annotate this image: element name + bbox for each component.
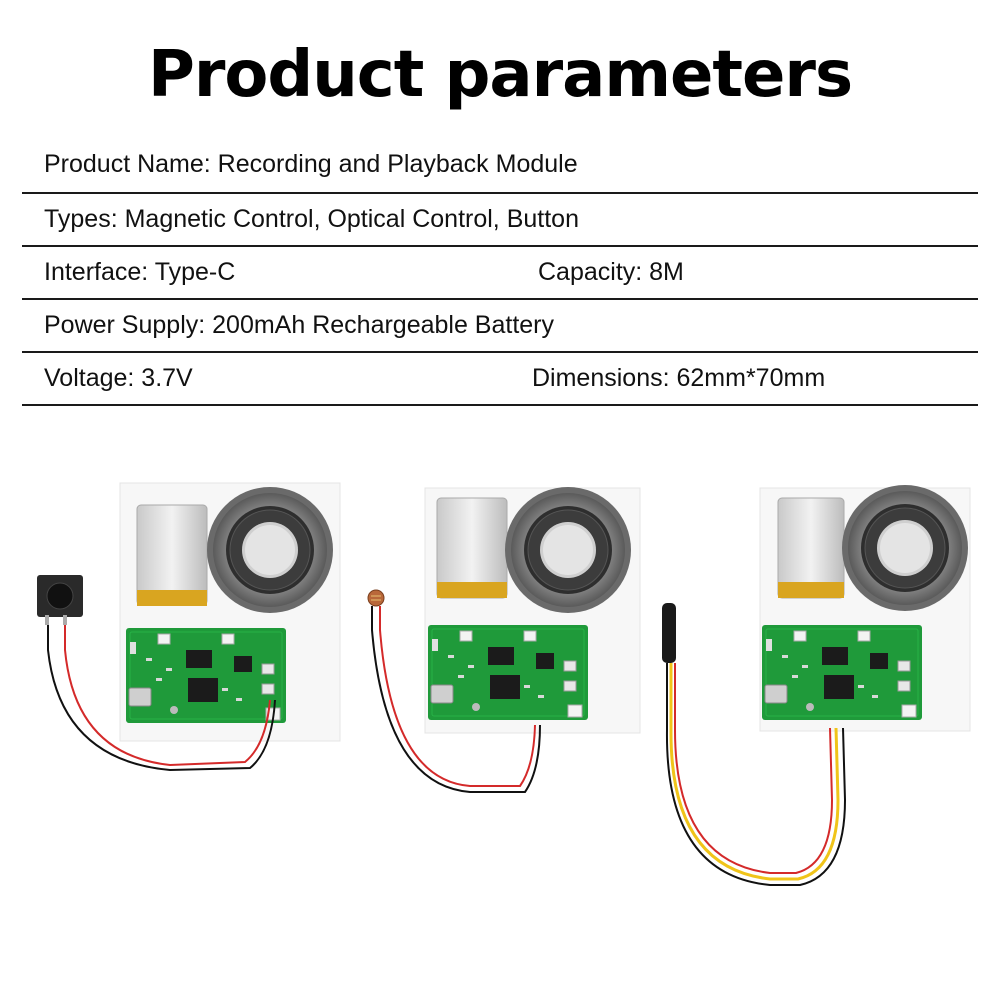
spec-row-power-supply: Power Supply: 200mAh Rechargeable Batter…: [22, 300, 978, 353]
spec-row-types: Types: Magnetic Control, Optical Control…: [22, 194, 978, 247]
wire-red: [64, 625, 271, 767]
battery: [777, 497, 845, 599]
spec-product-name: Product Name: Recording and Playback Mod…: [44, 150, 578, 178]
page-title: Product parameters: [147, 38, 853, 112]
spec-voltage: Voltage: 3.7V: [44, 364, 193, 392]
speaker-icon: [206, 486, 334, 614]
wire-yellow: [669, 663, 840, 881]
spec-row-voltage: Voltage: 3.7V Dimensions: 62mm*70mm: [22, 353, 978, 406]
spec-interface: Interface: Type-C: [44, 258, 236, 286]
spec-table: Product Name: Recording and Playback Mod…: [22, 138, 978, 406]
pcb-board: [125, 627, 287, 724]
speaker-icon: [841, 484, 969, 612]
module-button-variant: [37, 482, 341, 772]
module-magnetic-variant: [662, 484, 971, 886]
battery: [436, 497, 508, 599]
spec-power-supply: Power Supply: 200mAh Rechargeable Batter…: [44, 311, 555, 339]
module-light-sensor-variant: [367, 486, 641, 793]
pcb-board: [427, 624, 589, 721]
wire-black: [47, 625, 276, 772]
wire-black: [371, 606, 541, 793]
photoresistor-icon: [367, 589, 385, 607]
product-photos: [0, 470, 1000, 900]
pcb-board: [761, 624, 923, 721]
product-photos-svg: [37, 482, 971, 886]
spec-row-product-name: Product Name: Recording and Playback Mod…: [22, 138, 978, 194]
wire-black: [665, 663, 847, 886]
spec-types: Types: Magnetic Control, Optical Control…: [44, 205, 579, 233]
push-button-icon: [37, 575, 83, 625]
spec-dimensions: Dimensions: 62mm*70mm: [532, 364, 826, 392]
spec-capacity: Capacity: 8M: [538, 258, 684, 286]
reed-switch-icon: [662, 603, 676, 663]
wire-red: [674, 663, 834, 874]
spec-row-interface: Interface: Type-C Capacity: 8M: [22, 247, 978, 300]
wire-red: [379, 606, 536, 787]
battery: [136, 504, 208, 606]
speaker-icon: [504, 486, 632, 614]
